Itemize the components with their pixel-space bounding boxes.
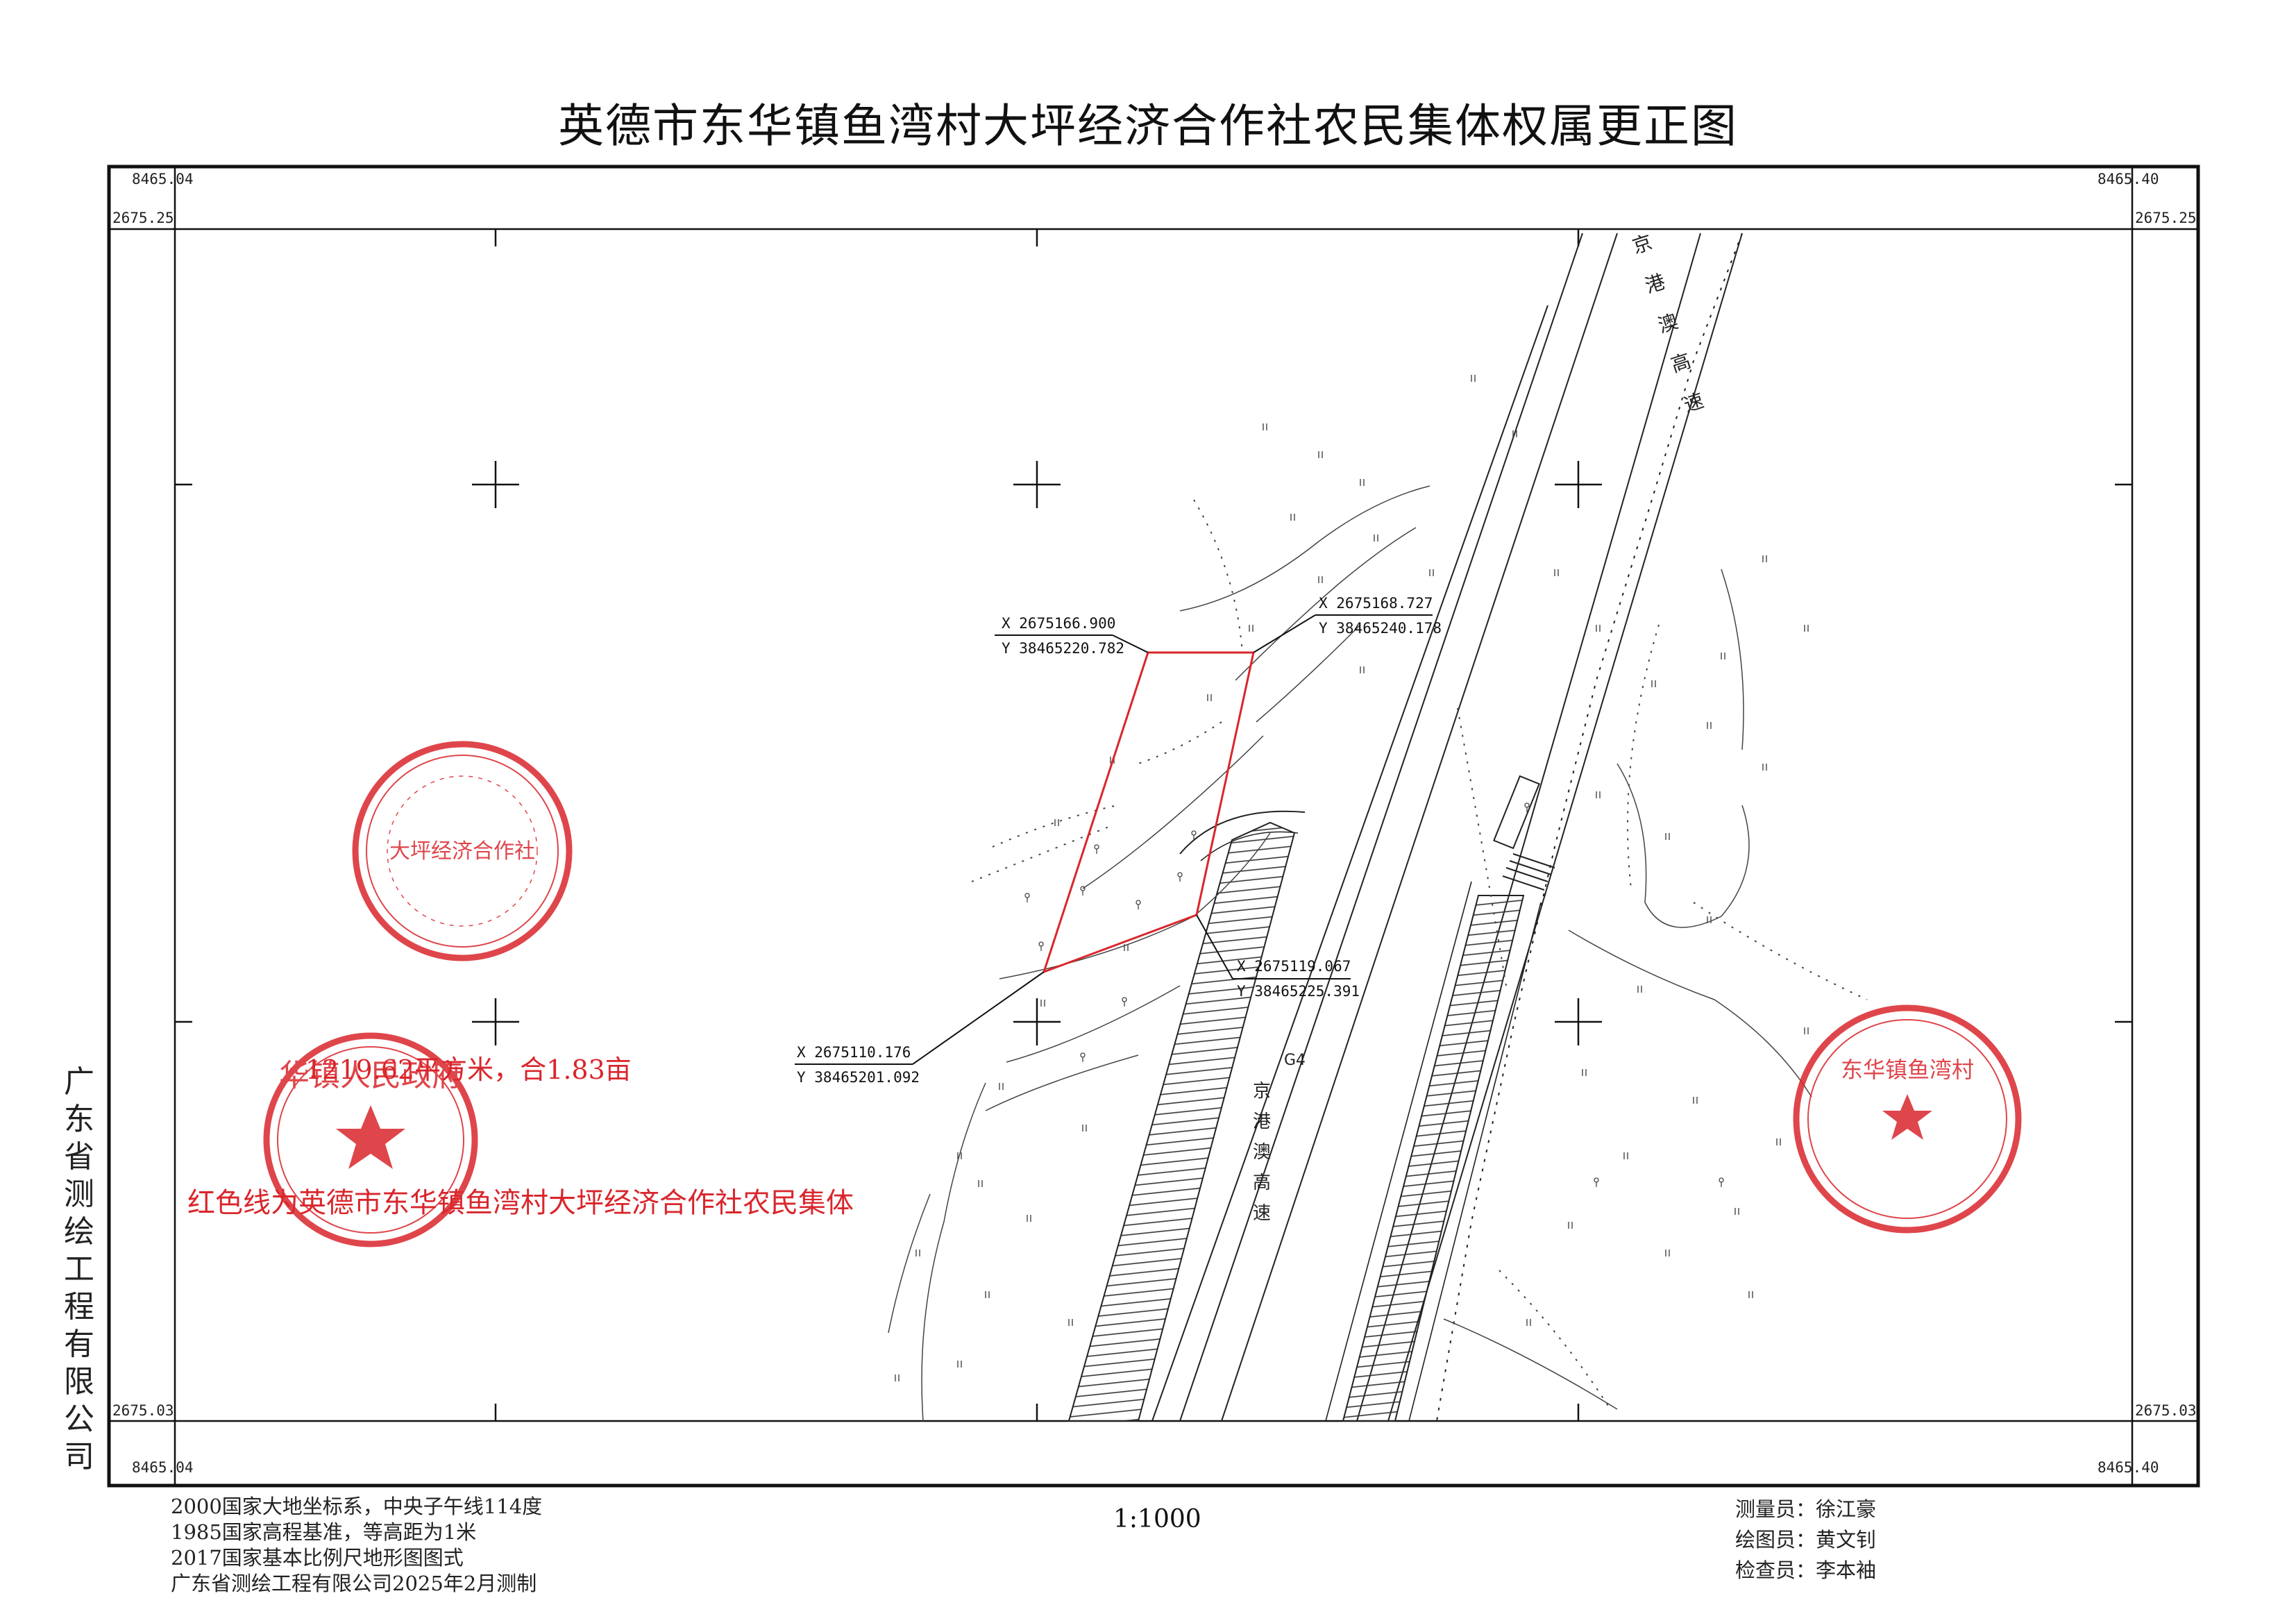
staff-surveyor: 测量员： 徐江豪 [1735,1494,1876,1524]
pins [1024,802,1724,1188]
coord-point-3-y: Y 38465225.391 [1237,983,1360,1000]
staff-role: 检查员： [1735,1558,1816,1582]
staff-name: 徐江豪 [1816,1497,1877,1521]
footer-line-4: 广东省测绘工程有限公司2025年2月测制 [171,1572,537,1595]
frame-top-left-x: 8465.04 [132,171,194,187]
stamp-cooperative-right: 东华镇鱼湾村 [1793,1004,2022,1234]
frame-top-right-x: 8465.40 [2097,171,2159,187]
staff-block: 测量员： 徐江豪 绘图员： 黄文钊 检查员： 李本袖 [1735,1494,1876,1586]
svg-text:华镇人民政府: 华镇人民政府 [279,1058,462,1093]
outer-frame [107,165,2200,1488]
map-title: 英德市东华镇鱼湾村大坪经济合作社农民集体权属更正图 [558,99,1738,153]
frame-top-right-y: 2675.25 [2135,210,2197,226]
map-scale: 1:1000 [1113,1505,1201,1533]
stamp-cooperative-left: 大坪经济合作社 [352,741,573,961]
contours [888,485,1430,1422]
staff-name: 李本袖 [1816,1558,1877,1582]
staff-role: 测量员： [1735,1497,1816,1521]
grid-crosses [472,461,1602,1045]
footer-line-1: 2000国家大地坐标系，中央子午线114度 [171,1495,543,1518]
frame-top-left-y: 2675.25 [112,210,174,226]
coord-point-4-x: X 2675110.176 [797,1044,911,1061]
stamp-government: 华镇人民政府 [263,1032,478,1247]
parcel-note-text: 红色线为英德市东华镇鱼湾村大坪经济合作社农民集体 [187,1187,854,1219]
highway-label-mid: 京港澳高速 [1252,1081,1271,1224]
highway-fence [1436,233,1743,1422]
coord-point-2-x: X 2675168.727 [1319,595,1433,612]
coord-point-4-y: Y 38465201.092 [797,1069,920,1086]
svg-text:东华镇鱼湾村: 东华镇鱼湾村 [1841,1057,1974,1083]
embankment-right [1342,895,1525,1422]
frame-bottom-right-x: 8465.40 [2097,1459,2159,1476]
side-company-label: 广东省测绘工程有限公司 [64,1064,94,1474]
footer-line-3: 2017国家基本比例尺地形图图式 [171,1546,464,1570]
highway-code: G4 [1284,1052,1306,1069]
vegetation [895,374,1809,1382]
parcel-area-text: 1219.62平方米，合1.83亩 [305,1054,632,1085]
footer-line-2: 1985国家高程基准，等高距为1米 [171,1520,477,1544]
staff-name: 黄文钊 [1816,1528,1877,1551]
terrain-dots [971,499,1868,1410]
coord-point-1-x: X 2675166.900 [1002,615,1116,632]
staff-checker: 检查员： 李本袖 [1735,1555,1876,1586]
embankment-left [1067,821,1296,1422]
frame-ticks [109,167,2198,1486]
frame-bottom-left-x: 8465.04 [132,1459,194,1476]
highway-edges [1151,233,1743,1422]
footer-notes: 2000国家大地坐标系，中央子午线114度 1985国家高程基准，等高距为1米 … [171,1494,542,1597]
frame-bottom-right-y: 2675.03 [2135,1402,2197,1419]
inner-frame [174,228,2134,1422]
coord-point-3-x: X 2675119.067 [1237,958,1351,975]
leader-lines [795,614,1433,1065]
staff-role: 绘图员： [1735,1528,1816,1551]
structures [1493,775,1555,891]
frame-bottom-left-y: 2675.03 [112,1402,174,1419]
svg-text:大坪经济合作社: 大坪经济合作社 [389,839,535,864]
staff-drafter: 绘图员： 黄文钊 [1735,1524,1876,1555]
coord-point-1-y: Y 38465220.782 [1002,640,1125,657]
coord-point-2-y: Y 38465240.178 [1319,620,1442,637]
